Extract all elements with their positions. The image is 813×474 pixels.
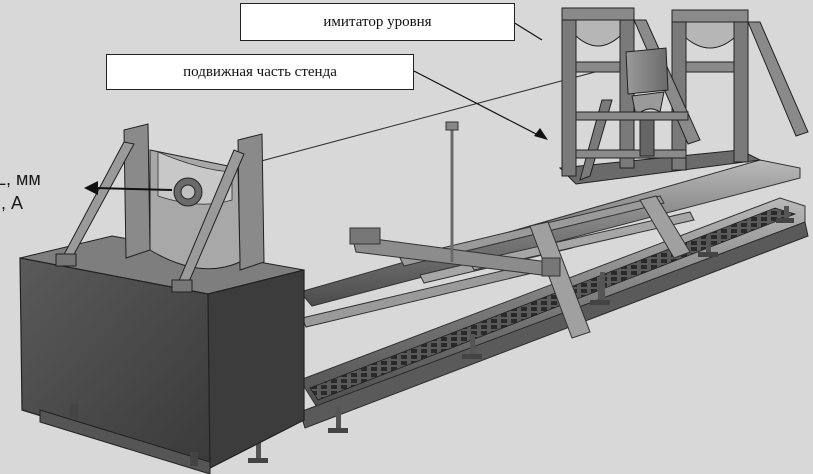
level-simulator-callout: имитатор уровня bbox=[240, 3, 515, 41]
current-unit-label: I, А bbox=[0, 193, 24, 213]
level-simulator-tower bbox=[558, 7, 809, 185]
moving-part-label: подвижная часть стенда bbox=[183, 63, 337, 80]
sensor-arrowhead bbox=[84, 181, 98, 195]
sensor-arrow bbox=[95, 187, 173, 191]
control-cabinet bbox=[19, 235, 305, 474]
moving-part-arrowhead bbox=[534, 128, 548, 140]
level-simulator-label: имитатор уровня bbox=[323, 13, 432, 30]
base-frame bbox=[248, 121, 809, 463]
length-unit-label: L, мм bbox=[0, 169, 41, 189]
level-simulator-arrow bbox=[512, 21, 543, 41]
moving-part-arrow bbox=[411, 69, 541, 137]
callout-arrows bbox=[84, 21, 548, 195]
moving-part-callout: подвижная часть стенда bbox=[106, 54, 414, 90]
reel-stand bbox=[55, 123, 265, 293]
